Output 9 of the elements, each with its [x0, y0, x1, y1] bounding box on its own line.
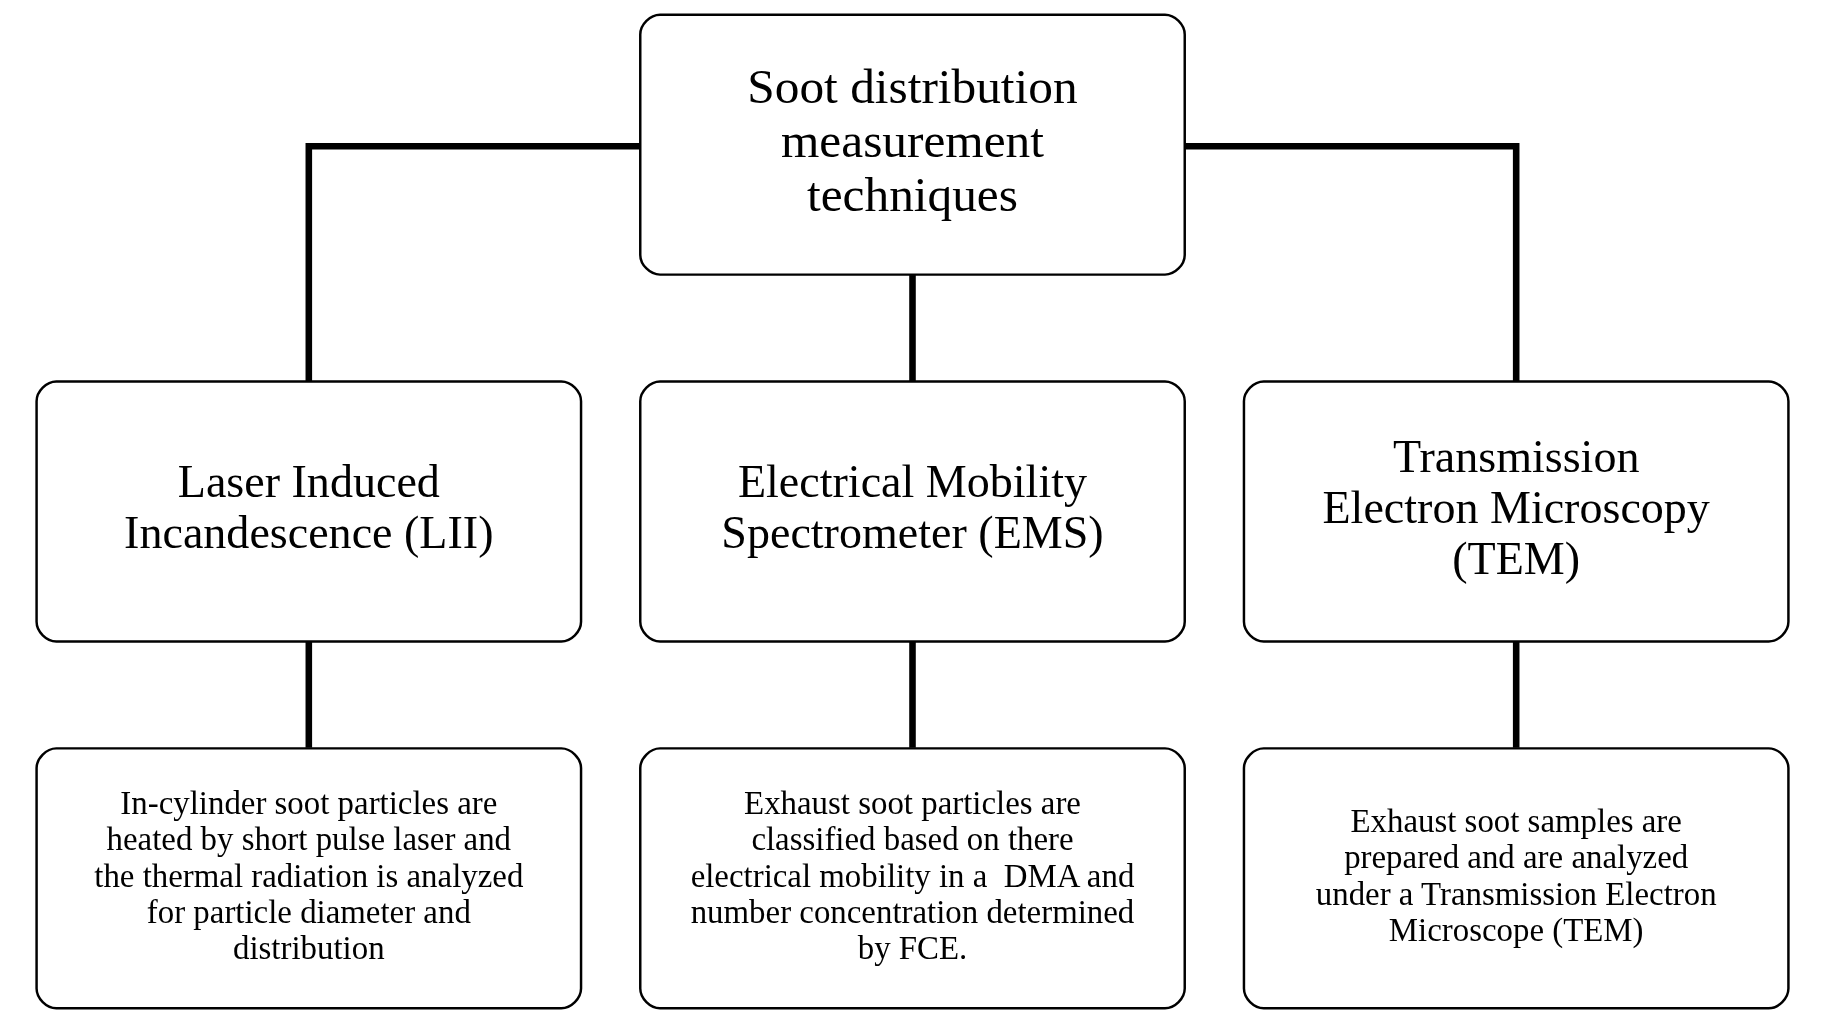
node-box: Exhaust soot particles are classified based on there electrical mobility in a DMA and number concentration determined by FCE.	[639, 747, 1186, 1010]
node-box: Exhaust soot samples are prepared and are analyzed under a Transmission Electron Microscope (TEM)	[1242, 747, 1790, 1010]
connector	[1184, 143, 1520, 382]
node-box: Electrical Mobility Spectrometer (EMS)	[639, 380, 1186, 643]
node-box: Soot distribution measurement techniques	[639, 13, 1186, 276]
node-box: In-cylinder soot particles are heated by short pulse laser and the thermal radiation is analyzed for particle diameter and distribution	[35, 747, 583, 1010]
node-box: Laser Induced Incandescence (LII)	[35, 380, 583, 643]
node-box: Transmission Electron Microscopy (TEM)	[1242, 380, 1790, 643]
connector	[305, 143, 641, 382]
